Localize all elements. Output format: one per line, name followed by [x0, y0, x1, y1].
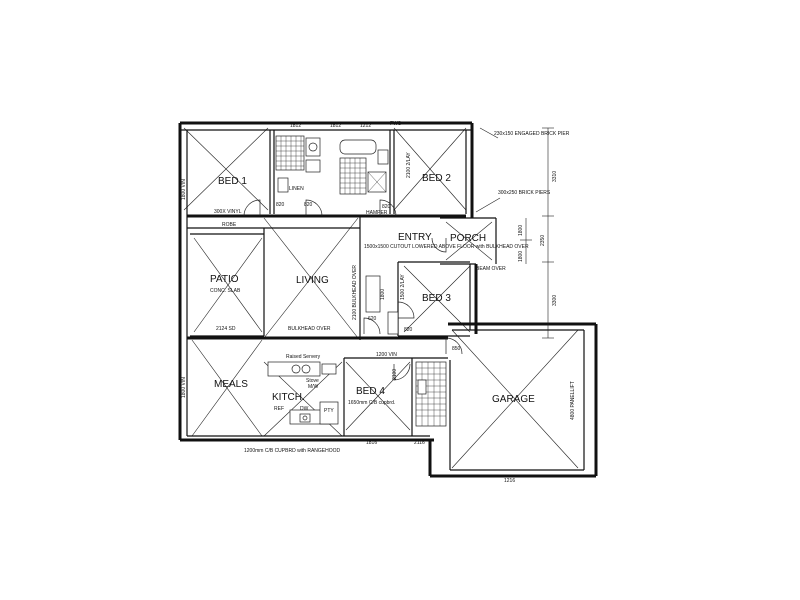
dim-d2100: 2100 [392, 369, 398, 380]
room-bed2: BED 2 [422, 173, 451, 184]
note-stove: Stove [306, 378, 319, 384]
note-brick-piers: 300x250 BRICK PIERS [498, 190, 551, 196]
note-raised-servery: Raised Servery [286, 354, 321, 360]
dim-top-3: 1212 [360, 123, 371, 129]
plan-notes: 230x150 ENGAGED BRICK PIER 300x250 BRICK… [210, 131, 570, 454]
dim-bed1-win: 1800 VIN [181, 179, 187, 200]
dim-bed4-win: 1200 VIN [376, 352, 397, 358]
dim-living-win: 2100 BULKHEAD OVER [352, 265, 358, 320]
note-engaged-pier: 230x150 ENGAGED BRICK PIER [494, 131, 570, 137]
room-porch: PORCH [450, 233, 486, 244]
note-bulkhead: BULKHEAD OVER [288, 326, 331, 332]
note-robe: ROBE [222, 222, 237, 228]
dim-fws: FWS [390, 121, 402, 127]
laundry-tiles [415, 361, 447, 427]
bathroom-tiles [339, 139, 389, 195]
dim-d1800: 1800 [380, 289, 386, 300]
kitchen-fixtures [267, 361, 339, 425]
dim-bottom-3: 1216 [504, 478, 515, 484]
note-patio: CONC. SLAB [210, 288, 241, 294]
dim-d820a: 820 [276, 202, 285, 208]
note-bed4: 1650mm C/B cupbrd. [348, 400, 395, 406]
room-patio: PATIO [210, 274, 239, 285]
dim-side-5: 1800 [518, 251, 524, 262]
room-bed1: BED 1 [218, 176, 247, 187]
note-fridge: REF [274, 406, 284, 412]
room-bed4: BED 4 [356, 386, 385, 397]
note-beam-over: BEAM OVER [476, 266, 506, 272]
doors [243, 199, 463, 381]
dim-side-2: 2350 [540, 235, 546, 246]
dim-bed2-win: 2100 2/LAY [406, 152, 412, 178]
dim-meals-win: 1800 VIN [181, 377, 187, 398]
note-entry: 1500x1500 CUTOUT LOWERED ABOVE FLOOR wit… [364, 244, 529, 250]
note-pantry: PTY [324, 408, 334, 414]
room-diagonals [183, 127, 579, 469]
dim-d850: 850 [452, 346, 461, 352]
note-vinyl: 300X VINYL [214, 209, 242, 215]
dim-d820d: 820 [404, 327, 413, 333]
dim-side-1: 3310 [552, 171, 558, 182]
room-labels: BED 1 BED 2 ENTRY PORCH PATIO LIVING BED… [210, 173, 535, 405]
dim-d620: 620 [368, 316, 377, 322]
note-kitchen: 1200mm C/B CUPBRD with RANGEHOOD [244, 448, 341, 454]
dim-d820c: 820 [382, 204, 391, 210]
dim-patio-win: 2124 SD [216, 326, 236, 332]
dim-bed3-win: 1500 2/LAY [400, 274, 406, 300]
dim-top-2: 1812 [330, 123, 341, 129]
dim-top-1: 1812 [290, 123, 301, 129]
room-bed3: BED 3 [422, 293, 451, 304]
room-living: LIVING [296, 275, 329, 286]
note-linen: LINEN [289, 186, 304, 192]
room-entry: ENTRY [398, 232, 432, 243]
note-hamper: HAMPER [366, 210, 388, 216]
dim-bottom-2: 2116 [414, 440, 425, 446]
external-walls [178, 121, 598, 478]
dimension-labels: 1812 1812 1212 FWS 1816 2116 1216 820 82… [181, 121, 576, 484]
ensuite-tiles [275, 135, 321, 193]
note-dw: DW [300, 406, 309, 412]
note-mw: M/W [308, 384, 319, 390]
dim-side-4: 1800 [518, 225, 524, 236]
dim-d820b: 820 [304, 202, 313, 208]
room-garage: GARAGE [492, 394, 535, 405]
room-meals: MEALS [214, 379, 248, 390]
dim-side-3: 3300 [552, 295, 558, 306]
dim-garage-door: 4800 PANELLIFT [570, 381, 576, 420]
dim-bottom-1: 1816 [366, 440, 377, 446]
internal-walls [187, 130, 470, 436]
room-kitchen: KITCH. [272, 392, 305, 403]
dimension-lines [475, 127, 554, 339]
